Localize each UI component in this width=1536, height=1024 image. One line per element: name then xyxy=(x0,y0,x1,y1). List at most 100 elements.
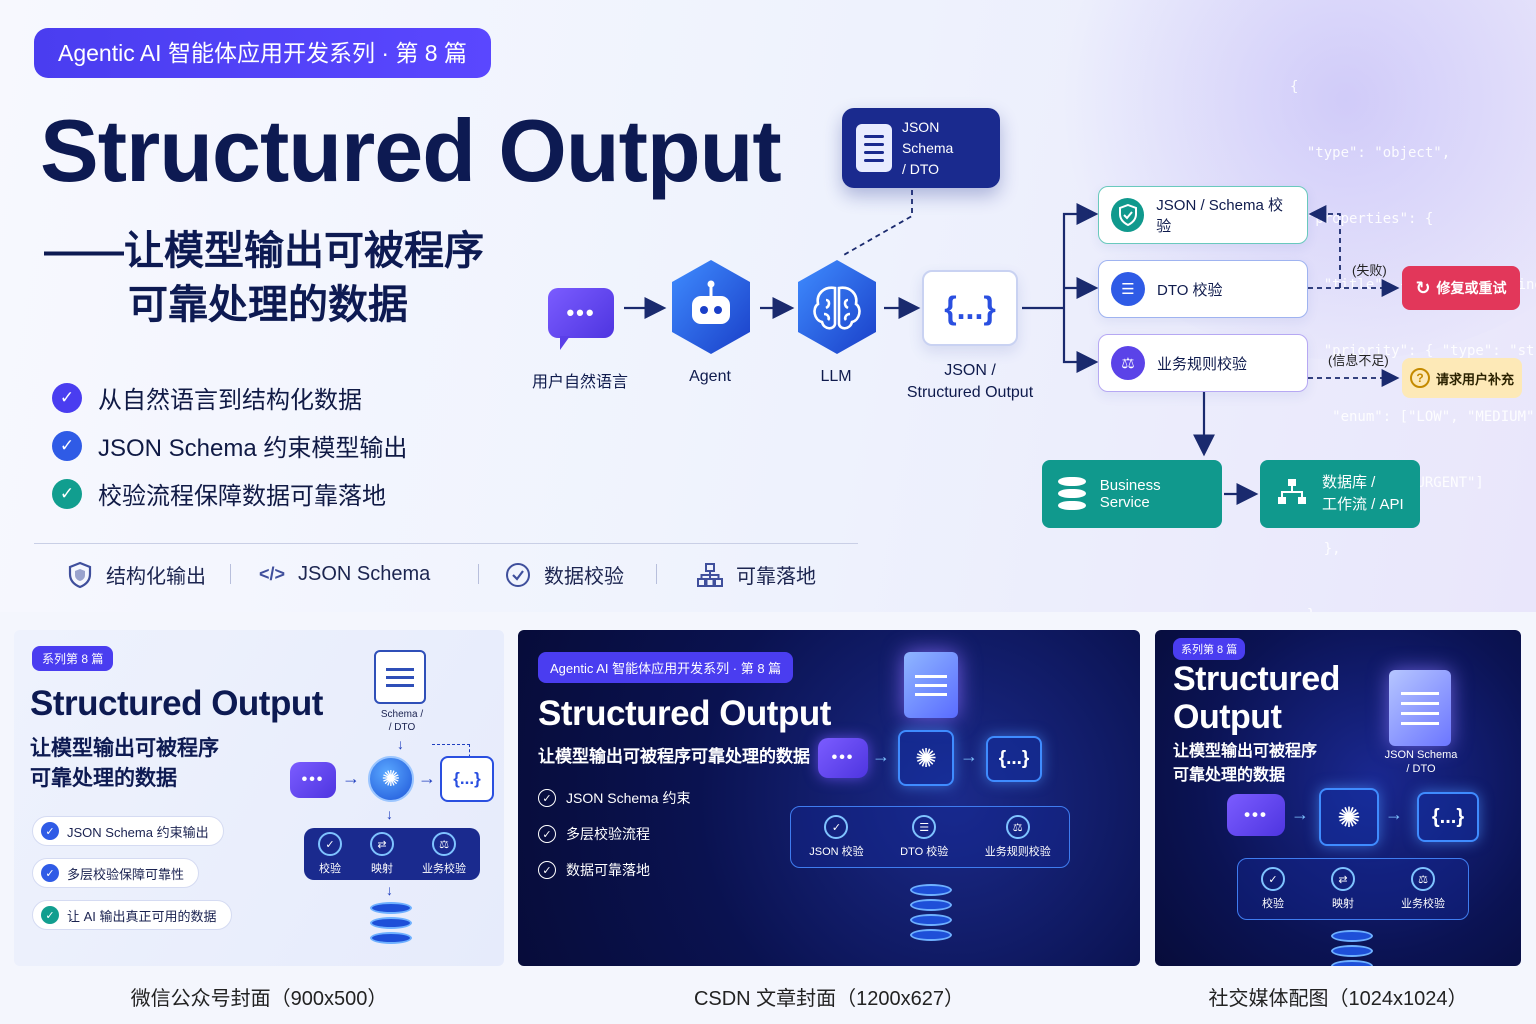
social-cover-card: 系列第 8 篇 Structured Output 让模型输出可被程序 可靠处理… xyxy=(1155,630,1521,966)
llm-label: LLM xyxy=(820,368,852,385)
business-service-card: Business Service xyxy=(1042,460,1222,528)
agent-label: Agent xyxy=(689,368,731,385)
question-icon: ? xyxy=(1409,368,1430,388)
feature-check-1: ✓ 从自然语言到结构化数据 xyxy=(52,380,362,415)
card-subtitle: 让模型输出可被程序 可靠处理的数据 xyxy=(30,737,219,790)
chat-bubble-icon: ••• xyxy=(548,288,614,338)
wechat-cover-card: 系列第 8 篇 Structured Output 让模型输出可被程序 可靠处理… xyxy=(14,630,504,966)
card-check-1: ✓ JSON Schema 约束 xyxy=(538,788,690,808)
database-icon xyxy=(1058,477,1086,511)
database-icon xyxy=(370,902,412,944)
robot-icon xyxy=(672,260,750,354)
card-chip-1: ✓ JSON Schema 约束输出 xyxy=(32,816,224,846)
card-chip-2: ✓ 多层校验保障可靠性 xyxy=(32,858,200,888)
check-icon: ✓ xyxy=(52,478,82,509)
arrow-right-icon: → xyxy=(872,746,890,766)
validator-json-schema: JSON / Schema 校验 xyxy=(1098,186,1308,244)
divider xyxy=(34,543,858,544)
caption-csdn: CSDN 文章封面（1200x627） xyxy=(693,988,965,1010)
arrow-down-icon: ↓ xyxy=(386,882,393,898)
chat-bubble-icon: ••• xyxy=(818,738,868,778)
validation-panel: ✓校验 ⇄映射 ⚖业务校验 xyxy=(304,828,480,880)
database-icon xyxy=(910,884,952,941)
json-output-label: JSON / Structured Output xyxy=(906,362,1034,401)
chat-bubble-icon: ••• xyxy=(1227,794,1285,836)
check-icon: ✓ xyxy=(41,864,59,882)
brain-icon: ✺ xyxy=(898,730,954,786)
document-icon xyxy=(856,124,892,172)
arrow-down-icon: ↓ xyxy=(397,736,404,752)
scale-icon: ⚖ xyxy=(1111,346,1145,380)
panel-item-dto: ☰DTO 校验 xyxy=(900,815,948,859)
subtitle-line-1: ——让模型输出可被程序 xyxy=(44,229,484,273)
code-icon: </> xyxy=(258,563,286,584)
card-title: Structured Output xyxy=(30,684,323,723)
arrow-right-icon: → xyxy=(1291,804,1309,824)
card-subtitle: 让模型输出可被程序 可靠处理的数据 xyxy=(1173,743,1318,784)
check-icon: ✓ xyxy=(52,382,82,413)
shield-check-icon xyxy=(1111,198,1145,232)
hierarchy-icon xyxy=(1276,477,1308,511)
panel-item-business: ⚖业务校验 xyxy=(422,832,466,876)
panel-item-validate: ✓校验 xyxy=(318,832,342,876)
page-title: Structured Output xyxy=(40,101,782,200)
arrow-down-icon: ↓ xyxy=(386,806,393,822)
shield-icon: ✓ xyxy=(1261,867,1285,891)
caption-wechat: 微信公众号封面（900x500） xyxy=(130,988,388,1010)
list-icon: ☰ xyxy=(912,815,937,839)
list-icon: ☰ xyxy=(1111,272,1145,306)
brain-icon: ✺ xyxy=(1319,788,1379,846)
scale-icon: ⚖ xyxy=(1411,867,1435,891)
panel-item-json: ✓JSON 校验 xyxy=(809,815,864,859)
tag-reliable-landing: 可靠落地 xyxy=(696,560,816,589)
retry-icon: ↻ xyxy=(1415,277,1431,298)
card-title: Structured Output xyxy=(538,694,831,733)
panel-item-validate: ✓校验 xyxy=(1261,867,1285,911)
json-output-box: {...} xyxy=(922,270,1018,346)
card-series-pill: 系列第 8 篇 xyxy=(1173,638,1246,660)
schema-label: Schema / / DTO xyxy=(380,709,424,733)
arrow-right-icon: → xyxy=(342,768,360,788)
feature-check-3: ✓ 校验流程保障数据可靠落地 xyxy=(52,476,386,511)
feature-check-2: ✓ JSON Schema 约束模型输出 xyxy=(52,428,407,463)
card-series-pill: 系列第 8 篇 xyxy=(32,646,114,671)
brain-icon: ✺ xyxy=(368,756,414,802)
check-icon: ✓ xyxy=(538,825,556,843)
tag-separator xyxy=(230,564,231,584)
json-output-box: {...} xyxy=(440,756,494,802)
panel-item-business: ⚖业务校验 xyxy=(1401,867,1445,911)
mapping-icon: ⇄ xyxy=(1331,867,1355,891)
data-target-card: 数据库 / 工作流 / API xyxy=(1260,460,1420,528)
json-output-box: {...} xyxy=(986,736,1042,782)
panel-item-mapping: ⇄映射 xyxy=(1331,867,1355,911)
check-icon: ✓ xyxy=(538,861,556,879)
card-series-pill: Agentic AI 智能体应用开发系列 · 第 8 篇 xyxy=(538,652,794,683)
tag-json-schema: </> JSON Schema xyxy=(258,560,430,588)
check-icon: ✓ xyxy=(538,789,556,807)
shield-icon: ✓ xyxy=(824,815,849,839)
arrow-right-icon: → xyxy=(418,768,436,788)
tag-separator xyxy=(478,564,479,584)
mapping-icon: ⇄ xyxy=(370,832,394,856)
panel-item-business: ⚖业务规则校验 xyxy=(985,815,1051,859)
csdn-cover-card: Agentic AI 智能体应用开发系列 · 第 8 篇 Structured … xyxy=(518,630,1140,966)
tag-separator xyxy=(656,564,657,584)
brain-icon xyxy=(798,260,876,354)
fix-or-retry-badge: ↻ 修复或重试 xyxy=(1402,266,1520,310)
user-input-label: 用户自然语言 xyxy=(531,374,628,391)
card-check-3: ✓ 数据可靠落地 xyxy=(538,860,650,880)
chat-bubble-tail xyxy=(560,336,570,350)
panel-item-mapping: ⇄映射 xyxy=(370,832,394,876)
hierarchy-icon xyxy=(696,561,724,589)
check-circle-icon xyxy=(504,561,532,589)
arrow-right-icon: → xyxy=(1385,804,1403,824)
hero-banner: { "type": "object", "properties": { "tit… xyxy=(0,0,1536,612)
json-output-box: {...} xyxy=(1417,792,1479,842)
validation-panel: ✓JSON 校验 ☰DTO 校验 ⚖业务规则校验 xyxy=(790,806,1070,868)
database-icon xyxy=(1331,930,1373,966)
document-icon xyxy=(374,650,426,704)
card-check-2: ✓ 多层校验流程 xyxy=(538,824,650,844)
ask-user-badge: ? 请求用户补充 xyxy=(1402,358,1522,398)
check-icon: ✓ xyxy=(41,822,59,840)
check-icon: ✓ xyxy=(41,906,59,924)
